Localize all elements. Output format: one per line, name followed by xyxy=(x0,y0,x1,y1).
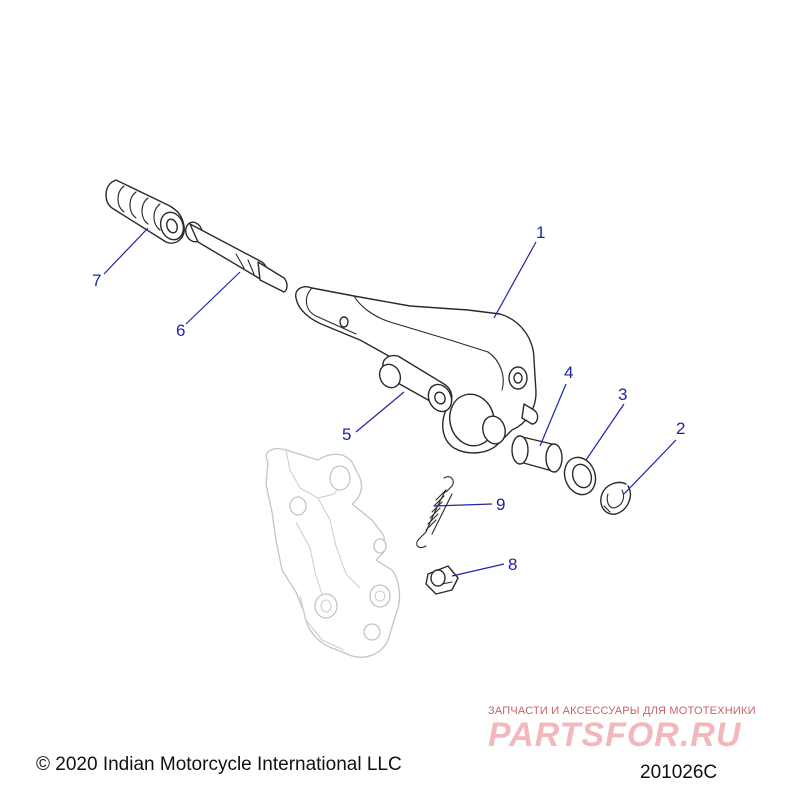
extension-spring[interactable] xyxy=(416,476,454,549)
callout-7: 7 xyxy=(92,271,101,290)
callout-3: 3 xyxy=(618,385,627,404)
callout-6: 6 xyxy=(176,321,185,340)
callout-9: 9 xyxy=(496,495,505,514)
pivot-bushing[interactable] xyxy=(376,354,456,416)
leader-line-5 xyxy=(355,391,405,433)
callout-2: 2 xyxy=(676,419,685,438)
diagram-code: 201026C xyxy=(640,762,718,783)
leader-line-3 xyxy=(585,403,625,461)
bushing-sleeve[interactable] xyxy=(511,435,563,473)
callout-8: 8 xyxy=(508,555,517,574)
leader-line-7 xyxy=(103,227,149,275)
watermark-logo: PARTSFOR.RU xyxy=(488,716,742,754)
copyright-notice: © 2020 Indian Motorcycle International L… xyxy=(36,754,402,775)
callout-1: 1 xyxy=(536,223,545,242)
callout-5: 5 xyxy=(342,425,351,444)
watermark-tagline: ЗАПЧАСТИ И АКСЕССУАРЫ ДЛЯ МОТОТЕХНИКИ xyxy=(488,705,756,717)
leader-line-6 xyxy=(185,271,241,325)
ghost-mounting-bracket xyxy=(265,448,401,658)
flange-bolt[interactable] xyxy=(425,565,459,595)
peg-pin[interactable] xyxy=(183,220,288,293)
leader-line-8 xyxy=(451,563,505,577)
retaining-ring[interactable] xyxy=(600,481,632,515)
washer[interactable] xyxy=(559,453,600,499)
callout-4: 4 xyxy=(564,363,573,382)
leader-line-9 xyxy=(433,503,493,507)
leader-line-2 xyxy=(623,439,677,495)
leader-line-1 xyxy=(493,241,537,319)
leader-line-4 xyxy=(539,383,567,447)
foot-peg[interactable] xyxy=(105,179,187,244)
